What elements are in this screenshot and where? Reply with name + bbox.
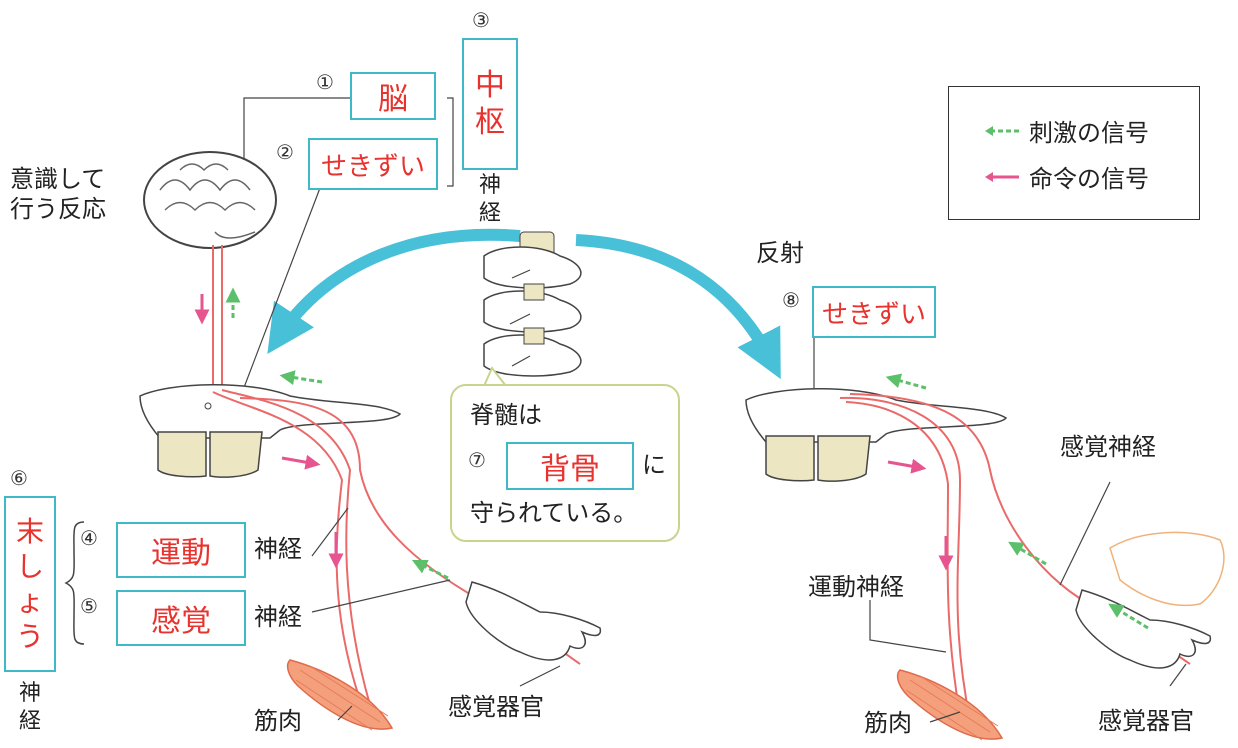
answer-text: 中 <box>475 67 505 103</box>
stimulus-arrow <box>411 559 449 580</box>
callout-line1: 脊髄は <box>470 401 542 429</box>
answer-number: ⑤ <box>80 594 98 618</box>
spinal-cord-left-icon <box>139 384 402 478</box>
answer-text: 運動 <box>151 536 211 571</box>
legend-command-label: 命令の信号 <box>1029 165 1149 193</box>
command-arrow <box>281 454 321 470</box>
big-arrow-right <box>575 234 781 380</box>
leader-line <box>519 665 561 687</box>
answer-text: せきずい <box>821 299 926 330</box>
bracket-line <box>447 97 454 187</box>
answer-number: ⑧ <box>782 288 800 312</box>
answer-box-central: 中 枢 <box>462 38 518 170</box>
nerve-line <box>839 396 971 721</box>
answer-box-sensory: 感覚 <box>116 590 246 646</box>
vertebrae-icon <box>483 231 582 377</box>
sense-organ-label-left: 感覚器官 <box>448 693 544 721</box>
answer-box-spinal-cord: せきずい <box>308 138 438 190</box>
nerve-line <box>212 391 361 701</box>
nerve-line <box>845 401 961 717</box>
muscle-left-icon <box>286 659 394 731</box>
callout-line3: 守られている。 <box>470 499 638 527</box>
leader-line <box>929 711 961 723</box>
sensory-nerve-suffix: 神経 <box>254 603 302 631</box>
answer-text: 末 <box>15 515 44 548</box>
stimulus-arrow <box>885 373 927 390</box>
answer-box-backbone: 背骨 <box>506 442 634 490</box>
stimulus-arrow <box>1108 603 1149 630</box>
sense-organ-label-right: 感覚器官 <box>1098 707 1194 735</box>
muscle-right-icon <box>896 669 1004 741</box>
leader-line <box>337 705 353 721</box>
central-nerve-label: 神 経 <box>478 173 501 226</box>
answer-text: 感覚 <box>151 604 211 639</box>
motor-nerve-suffix: 神経 <box>254 535 302 563</box>
answer-text: 枢 <box>475 105 505 140</box>
leader-line <box>1059 481 1111 586</box>
motor-nerve-label-right: 運動神経 <box>808 573 904 601</box>
command-arrow <box>887 458 927 474</box>
leader-line <box>239 187 321 399</box>
muscle-label-right: 筋肉 <box>864 709 912 737</box>
peripheral-nerve-label: 神 経 <box>18 681 41 734</box>
brace-icon <box>64 521 85 645</box>
answer-number: ④ <box>80 526 98 550</box>
nerve-line <box>221 389 371 706</box>
bracket-line <box>243 97 350 160</box>
callout-line2-suffix: に <box>642 451 666 479</box>
hand-left-icon <box>465 581 602 661</box>
answer-text: し <box>15 550 44 583</box>
legend-stimulus-label: 刺激の信号 <box>1029 119 1149 147</box>
answer-number: ① <box>316 70 334 94</box>
legend: 刺激の信号 命令の信号 <box>948 86 1200 220</box>
conscious-reaction-label: 意識して 行う反応 <box>10 165 106 223</box>
answer-text: ょ <box>15 585 44 618</box>
answer-text: う <box>15 620 44 653</box>
brain-icon <box>143 151 277 249</box>
legend-command: 命令の信号 <box>983 159 1149 194</box>
answer-box-peripheral: 末 し ょ う <box>4 496 56 672</box>
stimulus-arrow <box>1008 541 1047 566</box>
answer-text: 背骨 <box>540 452 600 487</box>
answer-box-reflex-center: せきずい <box>812 286 936 338</box>
answer-text: せきずい <box>320 151 425 182</box>
answer-box-motor: 運動 <box>116 522 246 578</box>
hand-right-icon <box>1075 589 1212 669</box>
stimulus-arrow-icon <box>985 125 1019 136</box>
leader-line <box>311 507 349 557</box>
command-arrow-icon <box>985 171 1019 182</box>
reflex-label: 反射 <box>756 239 804 267</box>
answer-number: ② <box>276 140 294 164</box>
legend-stimulus: 刺激の信号 <box>983 113 1149 148</box>
answer-text: 脳 <box>378 82 408 117</box>
answer-number: ③ <box>472 8 490 32</box>
leader-line <box>1169 663 1187 687</box>
big-arrow-left <box>267 228 521 354</box>
callout-pointer <box>483 366 507 387</box>
answer-number: ⑦ <box>468 448 486 472</box>
leader-line <box>311 579 451 613</box>
sensory-nerve-label-right: 感覚神経 <box>1060 433 1156 461</box>
answer-number: ⑥ <box>10 466 28 490</box>
answer-box-brain: 脳 <box>350 72 436 120</box>
muscle-label-left: 筋肉 <box>254 707 302 735</box>
leader-line <box>869 600 947 653</box>
hand-pain-icon <box>1109 531 1225 607</box>
spinal-cord-right-icon <box>745 388 1008 482</box>
spine-callout: 脊髄は ⑦ 背骨 に 守られている。 <box>450 384 680 542</box>
stimulus-arrow <box>279 370 323 386</box>
